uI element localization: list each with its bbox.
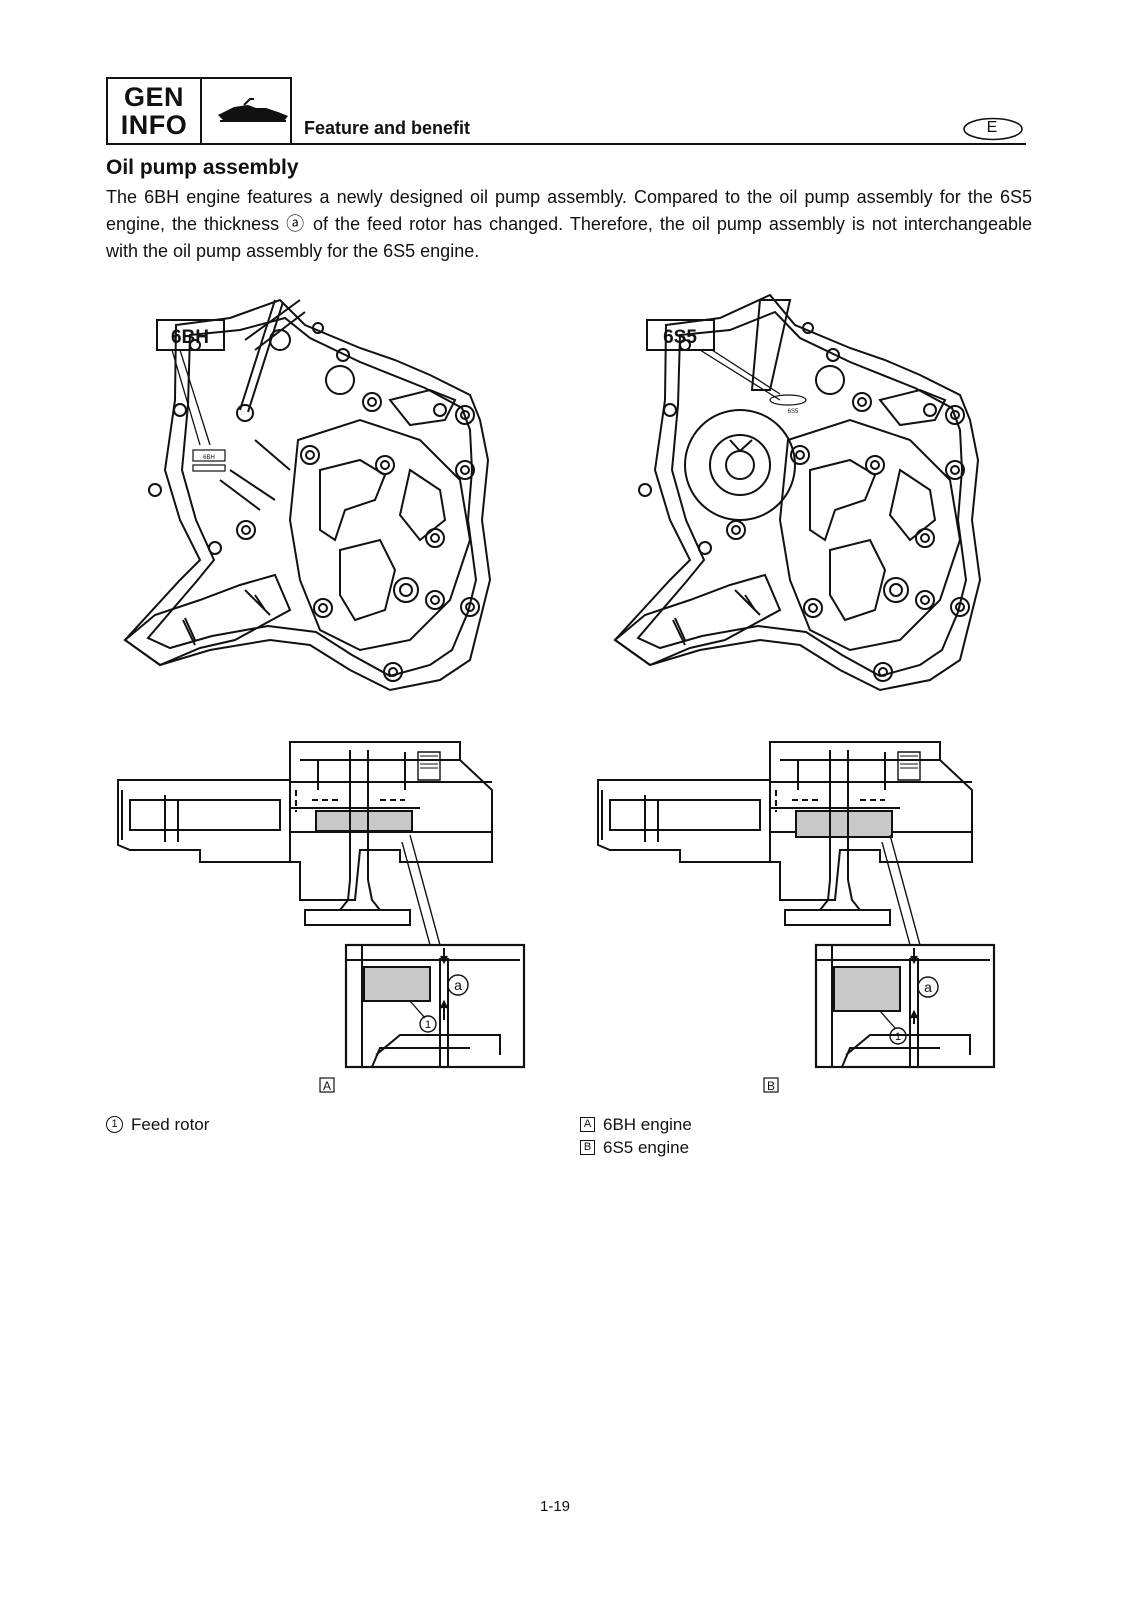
callout-a-right: a	[924, 979, 932, 995]
panel-a-label: A	[323, 1079, 331, 1093]
engine-6bh-drawing	[123, 298, 492, 692]
callout-1-left: 1	[425, 1019, 431, 1031]
legend-mark: B	[580, 1140, 595, 1155]
stamp-6s5: 6S5	[788, 409, 799, 415]
page-title: Oil pump assembly	[106, 156, 299, 179]
section-view-b	[597, 741, 996, 1069]
legend-text: Feed rotor	[131, 1115, 210, 1134]
panel-b-box	[763, 1077, 779, 1093]
legend-text: 6S5 engine	[603, 1138, 690, 1157]
panel-b-label: B	[767, 1079, 775, 1093]
section-title: Feature and benefit	[304, 118, 471, 138]
label-6bh: 6BH	[171, 327, 209, 348]
legend-right: A 6BH engine B 6S5 engine	[580, 1113, 692, 1159]
header-rule	[106, 143, 1026, 145]
legend-item: B 6S5 engine	[580, 1136, 692, 1159]
label-6s5: 6S5	[663, 327, 697, 348]
page-number: 1-19	[540, 1498, 571, 1515]
legend-left: 1 Feed rotor	[106, 1113, 209, 1136]
chapter-label: GEN INFO	[108, 79, 202, 143]
chapter-label-line2: INFO	[120, 110, 188, 140]
label-6s5-box	[646, 319, 715, 351]
legend-text: 6BH engine	[603, 1115, 692, 1134]
language-badge: E	[962, 117, 1026, 141]
legend-item: 1 Feed rotor	[106, 1113, 209, 1136]
leader-6bh	[171, 349, 211, 446]
leader-6s5	[699, 349, 781, 401]
label-6bh-box	[156, 319, 225, 351]
callout-1-right: 1	[895, 1031, 901, 1043]
legend-mark: A	[580, 1117, 595, 1132]
engine-6s5-drawing	[613, 293, 982, 692]
legend-mark: 1	[106, 1116, 123, 1133]
paragraph-text: The 6BH engine features a newly designed…	[106, 187, 1032, 261]
watercraft-icon	[218, 98, 288, 122]
oil-pump-illustration: 6BH 6BH 6S5 6S5	[117, 293, 996, 1093]
language-code: E	[986, 119, 998, 136]
body-paragraph: The 6BH engine features a newly designed…	[106, 184, 1032, 265]
language-badge-outline	[963, 117, 1023, 141]
legend-item: A 6BH engine	[580, 1113, 692, 1136]
stamp-6bh: 6BH	[203, 455, 215, 461]
chapter-label-line1: GEN	[123, 82, 184, 112]
panel-a-box	[319, 1077, 335, 1093]
callout-a-left: a	[454, 977, 462, 993]
chapter-tab: GEN INFO	[106, 77, 292, 145]
section-view-a	[117, 741, 526, 1069]
